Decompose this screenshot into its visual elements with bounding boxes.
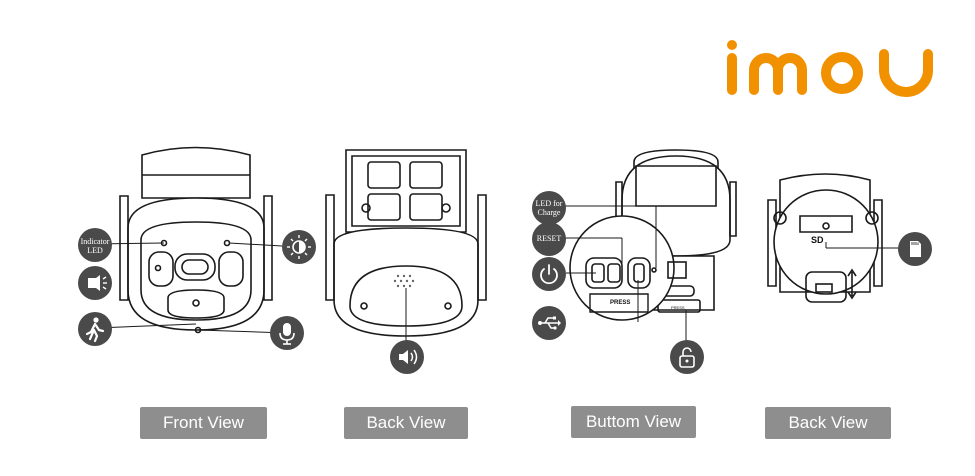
power-icon	[532, 257, 566, 291]
front-view-camera	[119, 146, 273, 334]
led-for-charge-label: LED for Charge	[535, 199, 563, 217]
speaker-icon	[390, 340, 424, 374]
microphone-icon	[270, 316, 304, 350]
night-vision-icon	[282, 230, 316, 264]
usb-icon	[532, 306, 566, 340]
spotlight-icon	[78, 266, 112, 300]
imou-logo: imou	[727, 40, 933, 97]
bottom-view-camera	[569, 149, 737, 321]
view-label-back-2: Back View	[765, 407, 891, 439]
view-label-bottom: Buttom View	[571, 406, 696, 438]
led-for-charge-icon: LED for Charge	[532, 191, 566, 225]
back-view-2-camera	[767, 173, 883, 303]
reset-icon: RESET	[532, 222, 566, 256]
motion-sensor-icon	[78, 312, 112, 346]
view-label-front: Front View	[140, 407, 267, 439]
sd-label: SD	[811, 235, 824, 245]
sd-card-icon	[898, 232, 932, 266]
press-main-label: PRESS	[610, 300, 630, 306]
indicator-led-icon: Indicator LED	[78, 228, 112, 262]
indicator-led-label: Indicator LED	[80, 237, 110, 255]
reset-label: RESET	[536, 234, 562, 243]
view-label-back: Back View	[344, 407, 468, 439]
press-small-label: PRESS	[671, 305, 685, 310]
lock-icon	[670, 340, 704, 374]
back-view-camera	[325, 149, 487, 342]
